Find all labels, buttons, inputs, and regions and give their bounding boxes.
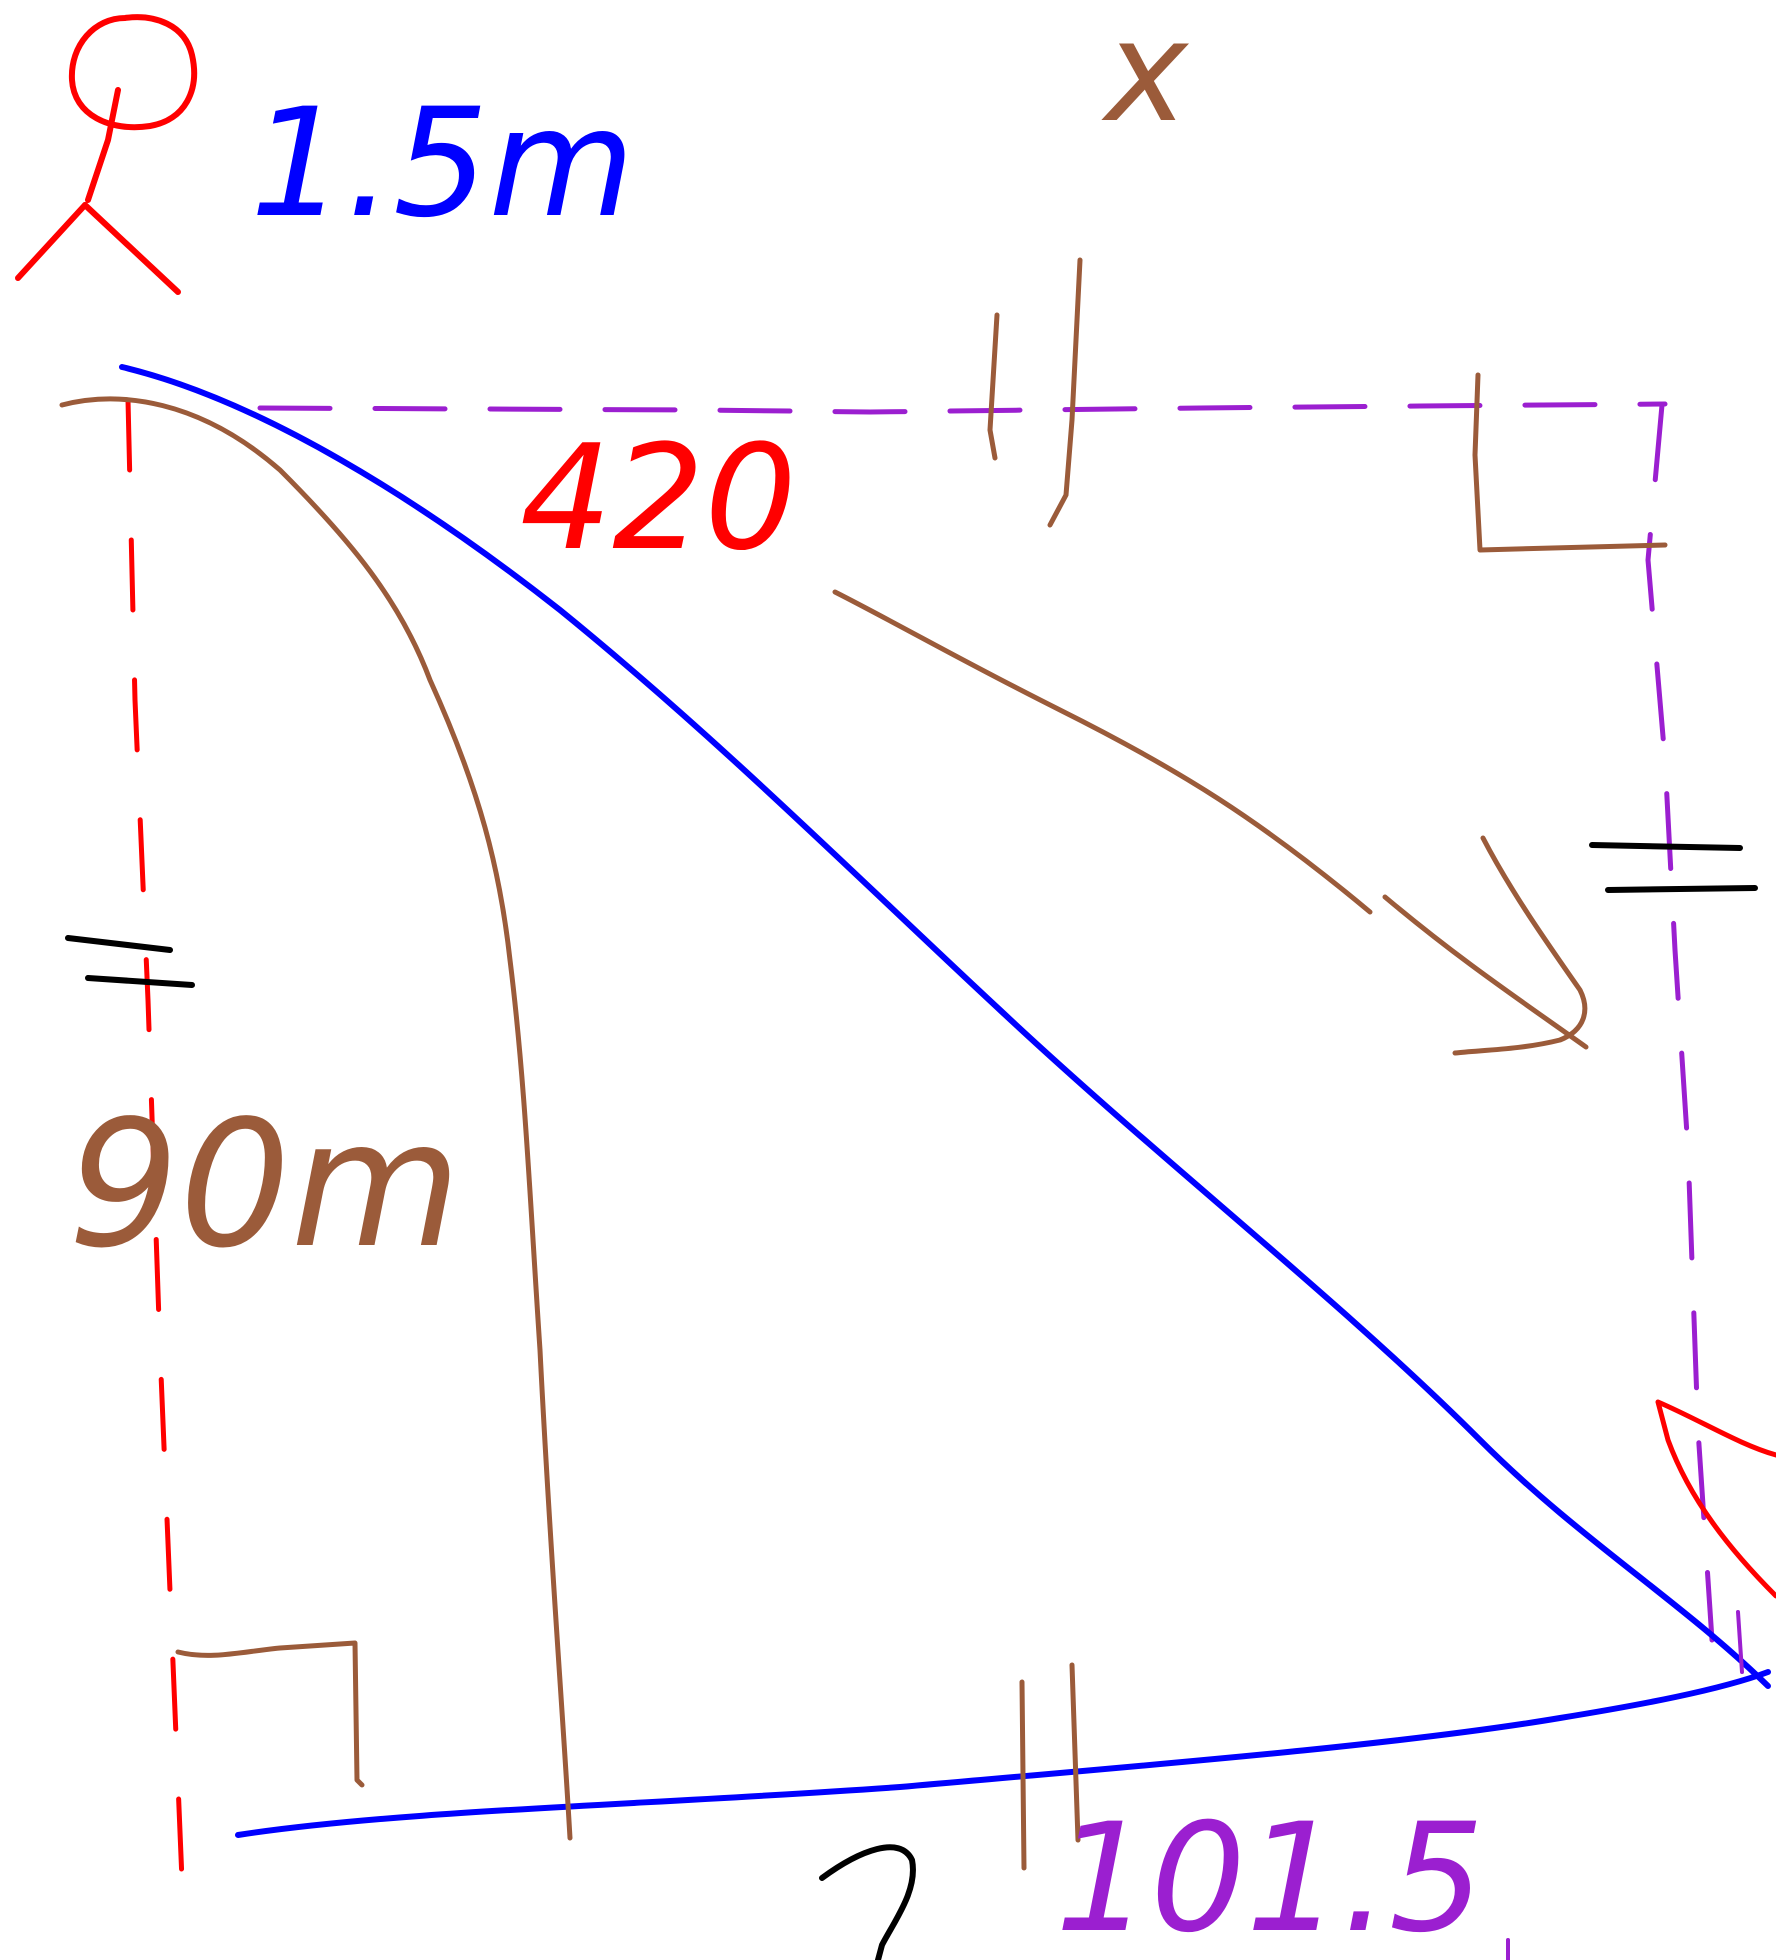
bottom-baseline (235, 1669, 1771, 1838)
person-height-label: 1.5m (250, 77, 635, 251)
bottom-length-label: 101.5 (1055, 1792, 1484, 1960)
stick-figure-head (68, 14, 198, 131)
unknown-x-label: x (1101, 0, 1190, 154)
left-vertical-dashed-line (125, 397, 185, 1883)
right-angle-marker-top (1472, 372, 1668, 553)
right-small-mark (1736, 1610, 1744, 1674)
parallel-mark-top-2 (1047, 257, 1083, 528)
right-angle-marker-bottom (175, 1640, 365, 1788)
stick-figure-left-leg (15, 202, 88, 281)
direction-arrow-head (1452, 835, 1588, 1056)
parallel-mark-bottom-2 (1069, 1662, 1081, 1843)
boat-fragment (1655, 1399, 1776, 1599)
direction-arrow-shaft (832, 589, 1373, 915)
parallel-mark-right-2 (1605, 885, 1758, 893)
angle-label: 420 (520, 414, 797, 583)
parallel-mark-top-1 (987, 312, 1000, 461)
stick-figure-body (85, 87, 121, 203)
parallel-mark-right-1 (1589, 842, 1743, 851)
stick-figure (15, 14, 198, 295)
height-label: 90m (68, 1084, 461, 1287)
angle-arc (59, 396, 573, 1841)
parallel-mark-left-1 (65, 935, 173, 953)
line-of-sight-curve (119, 364, 1771, 1689)
stick-figure-right-leg (82, 202, 181, 295)
top-horizontal-dashed-line (257, 401, 1668, 415)
direction-arrow-shaft-lower (1382, 894, 1589, 1050)
parallel-mark-left-2 (85, 975, 195, 988)
right-vertical-dashed-line (1645, 402, 1715, 1643)
partial-question-mark (819, 1844, 916, 1960)
parallel-mark-bottom-1 (1019, 1679, 1027, 1871)
